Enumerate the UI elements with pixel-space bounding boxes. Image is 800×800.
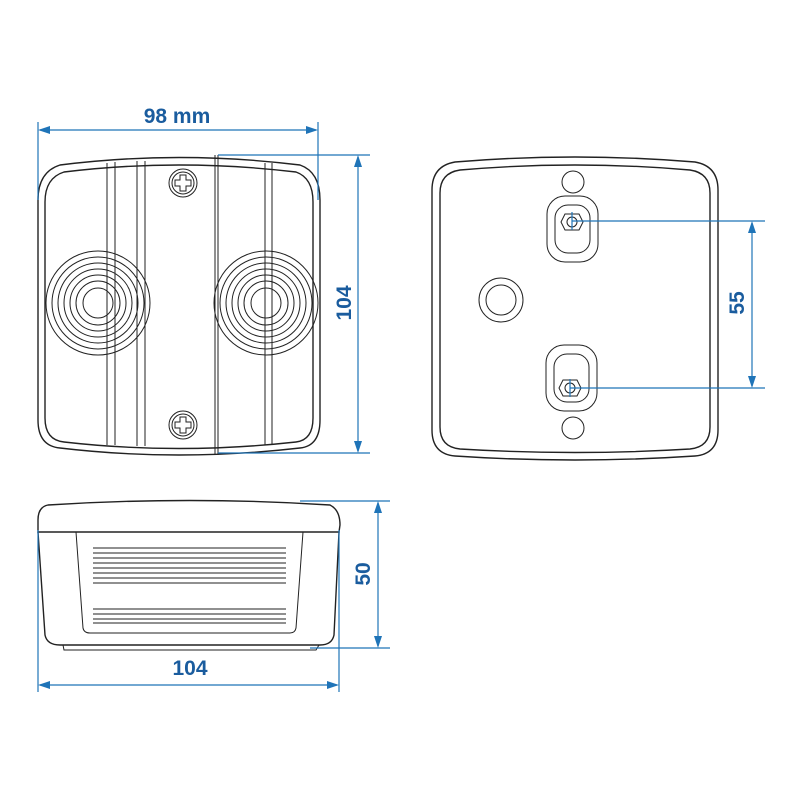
right-lens (213, 250, 319, 356)
side-view (37, 499, 341, 651)
side-width-label: 104 (172, 657, 208, 680)
dimension-width-front (37, 122, 319, 200)
dimension-height-front (218, 154, 370, 454)
left-lens (45, 250, 151, 356)
front-height-label: 104 (333, 285, 356, 321)
side-depth-label: 50 (352, 562, 375, 586)
screw-icon (168, 410, 198, 440)
front-width-label: 98 mm (143, 105, 211, 128)
front-view (37, 155, 321, 456)
vent-lines-upper (93, 547, 286, 584)
vent-lines-lower (93, 608, 286, 624)
hole-spacing-label: 55 (726, 291, 749, 315)
dimension-hole-spacing (569, 212, 765, 397)
dimension-depth-side (300, 500, 390, 649)
dimension-width-side (37, 530, 340, 692)
back-view (431, 156, 719, 461)
screw-icon (168, 168, 198, 198)
